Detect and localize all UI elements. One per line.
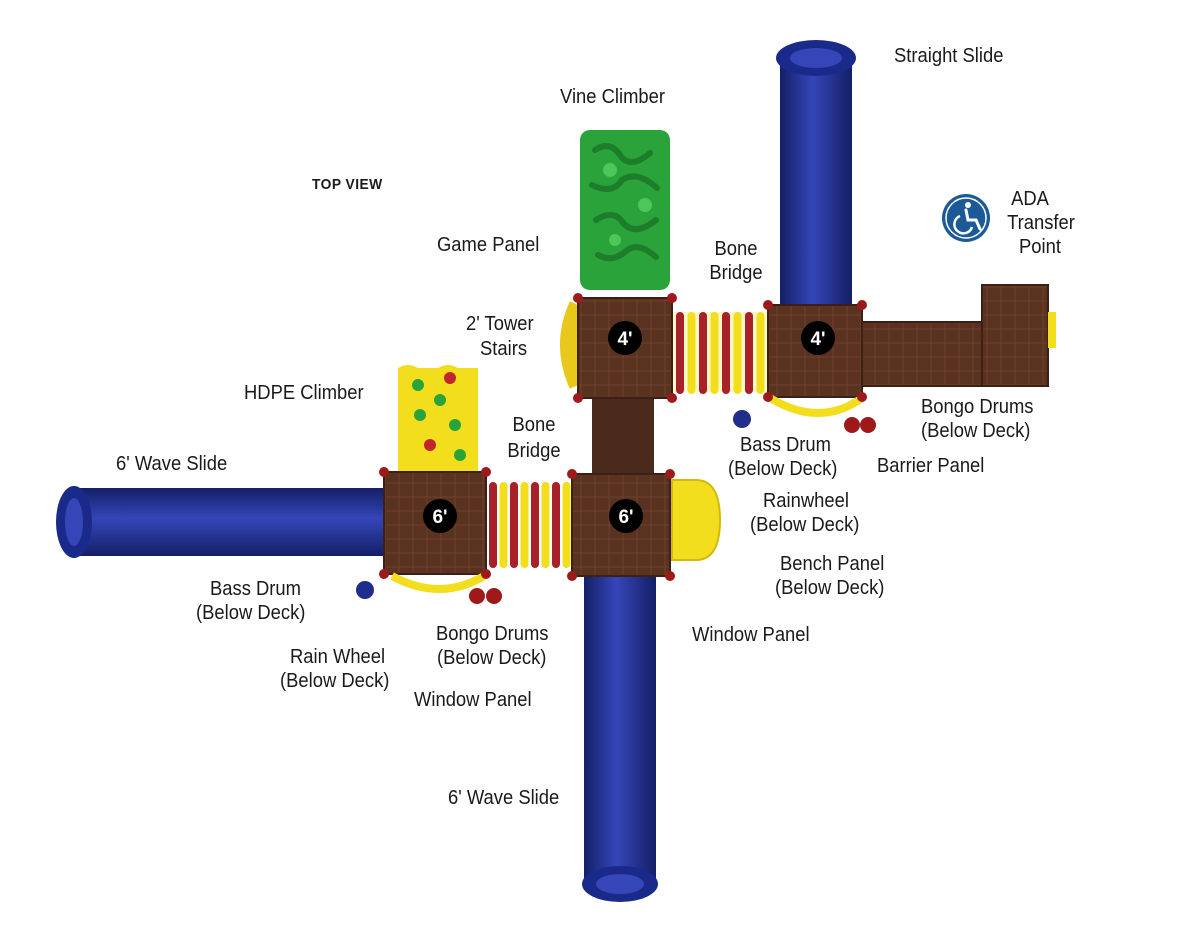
label-bench-2: (Below Deck) <box>775 577 885 599</box>
wheelchair-icon <box>942 194 990 242</box>
straight-slide <box>776 40 856 310</box>
bridge-rung <box>541 482 550 568</box>
label-straight-slide: Straight Slide <box>894 45 1004 67</box>
deck-height-top-right: 4' <box>810 329 825 350</box>
deck-marker-center: 6' <box>609 499 643 533</box>
bridge-rung <box>510 482 518 568</box>
deck-post <box>567 469 577 479</box>
label-tower-stairs-1: 2' Tower <box>466 313 534 335</box>
deck-post <box>763 392 773 402</box>
bone-bridge-top <box>672 312 768 394</box>
label-bass-right-1: Bass Drum <box>740 434 831 456</box>
label-rain-wheel-2: (Below Deck) <box>280 670 390 692</box>
label-vine-climber: Vine Climber <box>560 86 665 108</box>
bridge-rung <box>562 482 571 568</box>
deck-post <box>763 300 773 310</box>
ada-transfer-deck <box>861 284 1056 387</box>
bass-drum-right <box>733 410 751 428</box>
deck-posts <box>379 293 867 581</box>
deck-post <box>481 467 491 477</box>
label-game-panel: Game Panel <box>437 234 540 256</box>
deck-height-left: 6' <box>432 507 447 528</box>
label-bongo-left-2: (Below Deck) <box>437 647 547 669</box>
bridge-rung <box>756 312 765 394</box>
wave-slide-bottom <box>582 572 658 902</box>
deck-post <box>857 300 867 310</box>
label-bass-right-2: (Below Deck) <box>728 458 838 480</box>
window-panel-left-arc <box>390 572 487 593</box>
view-title: TOP VIEW <box>312 176 383 193</box>
deck-post <box>379 467 389 477</box>
label-bongo-right-2: (Below Deck) <box>921 420 1031 442</box>
label-tower-stairs-2: Stairs <box>480 338 528 360</box>
deck-post <box>379 569 389 579</box>
label-bass-left-1: Bass Drum <box>210 578 301 600</box>
label-bone-bridge-mid-1: Bone <box>512 414 556 436</box>
bridge-rung <box>499 482 508 568</box>
bench-panel <box>671 479 722 561</box>
label-bongo-left-1: Bongo Drums <box>436 623 549 645</box>
bass-drum-left <box>356 581 374 599</box>
label-wave-slide-left: 6' Wave Slide <box>116 453 228 475</box>
label-rainwheel-1: Rainwheel <box>763 490 849 512</box>
connector-ramp <box>592 395 654 485</box>
deck-height-top-left: 4' <box>617 329 632 350</box>
deck-post <box>665 469 675 479</box>
label-rain-wheel-1: Rain Wheel <box>290 646 386 668</box>
label-hdpe-climber: HDPE Climber <box>244 382 364 404</box>
bridge-rung <box>489 482 497 568</box>
deck-post <box>567 571 577 581</box>
label-window-panel-right: Window Panel <box>692 624 810 646</box>
bridge-rung <box>676 312 684 394</box>
deck-marker-left: 6' <box>423 499 457 533</box>
label-wave-slide-bottom: 6' Wave Slide <box>448 787 560 809</box>
bridge-rung <box>699 312 707 394</box>
barrier-panel <box>767 394 865 417</box>
label-window-panel-left: Window Panel <box>414 689 532 711</box>
label-bone-bridge-mid-2: Bridge <box>507 440 561 462</box>
deck-height-center: 6' <box>618 507 633 528</box>
label-barrier-panel: Barrier Panel <box>877 455 985 477</box>
label-ada-2: Transfer <box>1007 212 1075 234</box>
deck-post <box>857 392 867 402</box>
deck-marker-top-left: 4' <box>608 321 642 355</box>
bridge-rung <box>722 312 730 394</box>
bridge-rung <box>520 482 529 568</box>
label-rainwheel-2: (Below Deck) <box>750 514 860 536</box>
bridge-rung <box>552 482 560 568</box>
label-bongo-right-1: Bongo Drums <box>921 396 1034 418</box>
bridge-rung <box>687 312 696 394</box>
deck-post <box>573 293 583 303</box>
label-ada-1: ADA <box>1011 188 1049 210</box>
deck-post <box>667 393 677 403</box>
deck-post <box>573 393 583 403</box>
deck-post <box>481 569 491 579</box>
bridge-rung <box>531 482 539 568</box>
deck-post <box>665 571 675 581</box>
label-bass-left-2: (Below Deck) <box>196 602 306 624</box>
bone-bridge-mid <box>489 482 571 568</box>
bridge-rung <box>733 312 742 394</box>
label-bone-bridge-top-1: Bone <box>714 238 758 260</box>
label-bone-bridge-top-2: Bridge <box>709 262 763 284</box>
wave-slide-left <box>56 486 390 558</box>
tower-stairs <box>560 301 587 389</box>
bongo-drums-right <box>844 417 876 433</box>
label-bench-1: Bench Panel <box>780 553 885 575</box>
bridge-rung <box>745 312 753 394</box>
deck-marker-top-right: 4' <box>801 321 835 355</box>
vine-climber <box>580 130 670 290</box>
label-ada-3: Point <box>1019 236 1061 258</box>
bongo-drums-left <box>469 588 502 604</box>
deck-post <box>667 293 677 303</box>
hdpe-climber <box>398 365 478 478</box>
bridge-rung <box>710 312 719 394</box>
